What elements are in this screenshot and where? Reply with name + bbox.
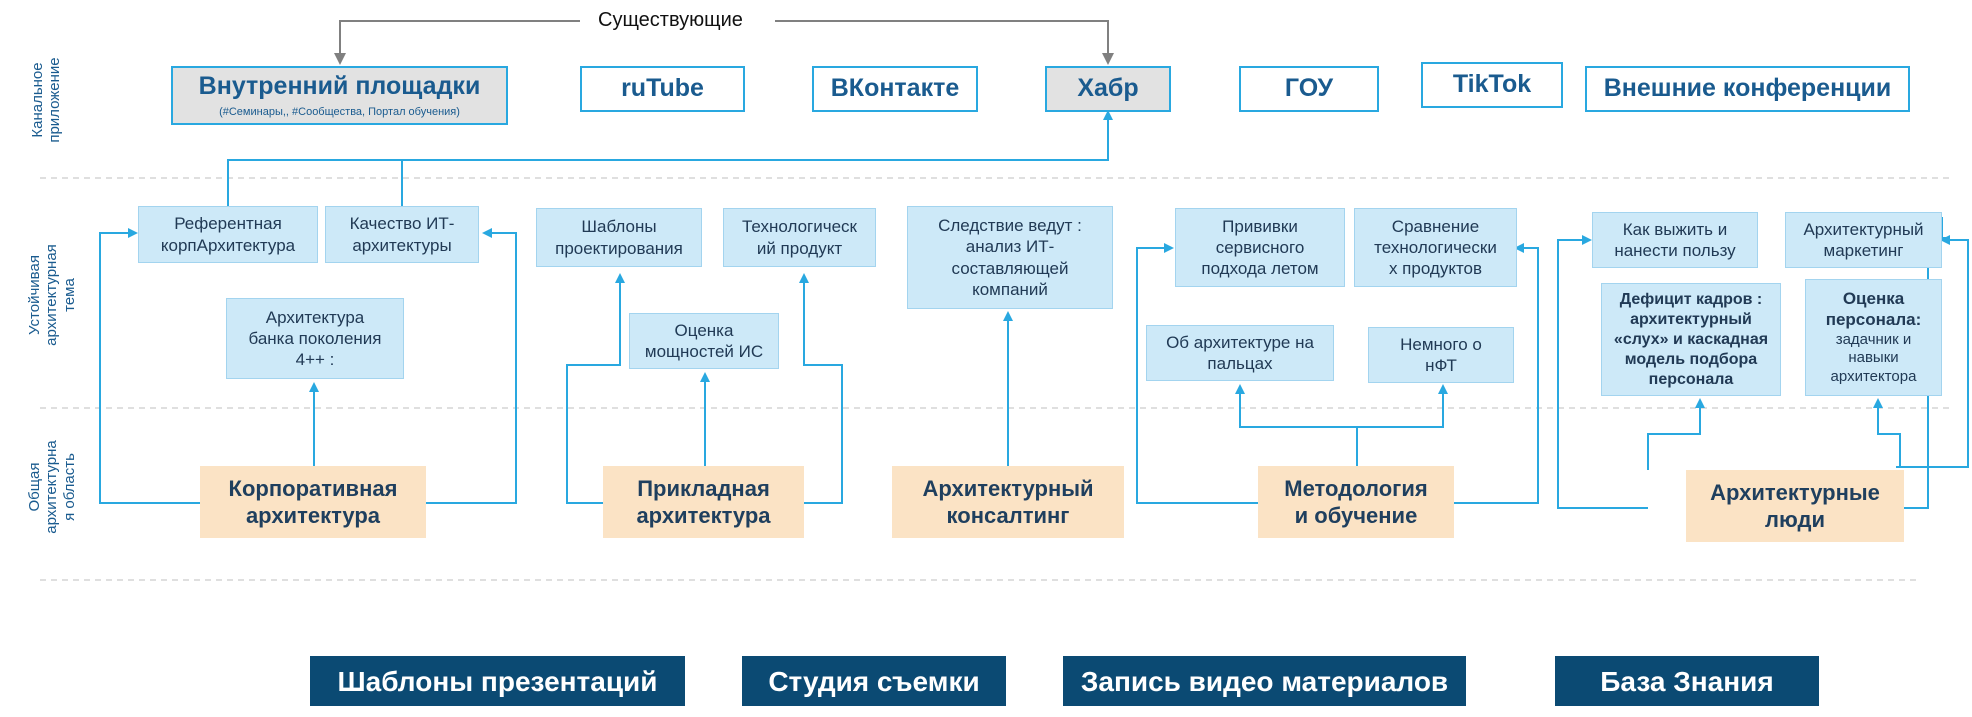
channel-rutube-label: ruTube: [621, 74, 704, 103]
channel-external-label: Внешние конференции: [1603, 74, 1892, 103]
topic-staff-deficit: Дефицит кадров :архитектурный«слух» и ка…: [1601, 283, 1781, 396]
channel-vk: ВКонтакте: [812, 66, 978, 112]
existing-label: Существующие: [598, 9, 743, 31]
resource-presentation-templates: Шаблоны презентаций: [310, 656, 685, 706]
channel-tiktok: TikTok: [1421, 62, 1563, 108]
channel-internal-title: Внутренний площадки: [198, 72, 481, 100]
channel-habr-label: Хабр: [1077, 74, 1139, 103]
topic-investigation: Следствие ведут :анализ ИТ- составляющей…: [907, 206, 1113, 309]
channel-rutube: ruTube: [580, 66, 745, 112]
row-dividers: [40, 177, 1950, 581]
resource-video-studio: Студия съемки: [742, 656, 1006, 706]
channel-gou-label: ГОУ: [1284, 74, 1334, 103]
resource-video-recording: Запись видео материалов: [1063, 656, 1466, 706]
channel-tiktok-label: TikTok: [1452, 70, 1532, 99]
channel-gou: ГОУ: [1239, 66, 1379, 112]
topic-it-quality: Качество ИТ-архитектуры: [325, 206, 479, 263]
channel-internal: Внутренний площадки (#Семинары,, #Сообще…: [171, 66, 508, 125]
channel-external: Внешние конференции: [1585, 66, 1910, 112]
channel-habr: Хабр: [1045, 66, 1171, 112]
blue-connectors: [99, 110, 1969, 509]
channel-internal-subtitle: (#Семинары,, #Сообщества, Портал обучени…: [219, 106, 460, 119]
topic-staff-evaluation: Оценка персонала: задачник и навыки архи…: [1805, 279, 1942, 396]
existing-arrows: [334, 20, 1114, 65]
channel-vk-label: ВКонтакте: [830, 74, 960, 103]
resource-knowledge-base: База Знания: [1555, 656, 1819, 706]
